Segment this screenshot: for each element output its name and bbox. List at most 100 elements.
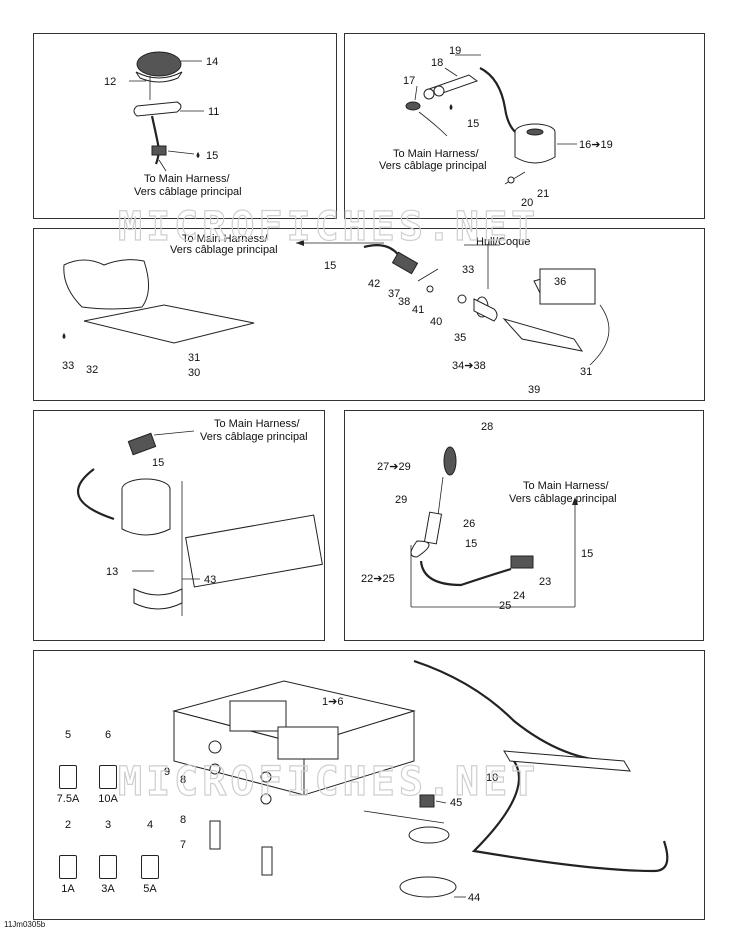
label-24: 24 [513,590,525,602]
sensor-body [502,318,584,352]
hull-label: Hull/Coque [476,236,530,248]
label-44: 44 [468,892,480,904]
label-43: 43 [204,574,216,586]
label-21: 21 [537,188,549,200]
harness-caption-en: To Main Harness/ [214,418,301,430]
fuse-icon [99,855,117,879]
seal [405,101,421,111]
harness-caption-en: To Main Harness/ [393,148,480,160]
light-base [135,71,183,83]
bolt [261,846,273,876]
fuse-rating: 1A [61,883,75,895]
ground-terminal [399,876,457,898]
fuse-icon [99,765,117,789]
fuse-rating: 5A [143,883,157,895]
bolt [209,820,221,850]
light-socket [410,540,430,558]
pump-body [121,489,171,536]
light-bracket [133,101,182,117]
harness-caption-fr: Vers câblage principal [170,244,278,256]
label-14: 14 [206,56,218,68]
fuse-rating: 10A [98,793,118,805]
buzzer-body [514,132,556,164]
fuse-holder-1 [229,700,287,732]
fuse-item: 2 1A [50,819,86,899]
light-dome [136,51,182,77]
harness-caption-fr: Vers câblage principal [509,493,617,505]
fuse-rating: 3A [101,883,115,895]
label-33: 33 [62,360,74,372]
harness-caption-en: To Main Harness/ [182,233,269,245]
label-16-19: 16➔19 [579,139,613,151]
fuse-item: 3 3A [90,819,126,899]
fuse-item: 4 5A [132,819,168,899]
label-31: 31 [188,352,200,364]
light-lens [443,446,457,476]
label-17: 17 [403,75,415,87]
sealant-drop-icon [449,104,453,110]
speed-sensor-drawing: To Main Harness/ Vers câblage principal … [62,233,610,396]
label-1-6: 1➔6 [322,696,343,708]
panel-bilge-pump: To Main Harness/ Vers câblage principal … [33,410,325,641]
pump-strainer [133,588,183,610]
panel-fuse-box-harness: 1➔6 9 8 8 7 10 45 44 5 7.5A 6 10A 2 1A 3… [33,650,705,920]
panel-buzzer: 19 18 17 15 16➔19 21 20 To Main Harness/… [344,33,705,219]
label-10: 10 [486,772,498,784]
label-11: 11 [208,106,219,118]
label-18: 18 [431,57,443,69]
harness-caption-en: To Main Harness/ [523,480,610,492]
ground-nut [419,794,435,808]
panel-navigation-light: 28 27➔29 29 26 15 15 22➔25 24 23 25 To M… [344,410,704,641]
label-22-25: 22➔25 [361,573,395,585]
fuse-icon [141,855,159,879]
label-8: 8 [180,774,186,786]
pump-hose [185,514,323,588]
label-15: 15 [152,457,164,469]
label-34-38: 34➔38 [452,360,486,372]
light-connector [151,145,167,156]
beacon-light-drawing: 14 12 11 15 To Main Harness/ Vers câblag… [104,51,242,198]
fuse-number: 2 [64,819,72,831]
fuse-rating: 7.5A [56,793,80,805]
label-27-29: 27➔29 [377,461,411,473]
document-id: 11Jm0305b [4,920,46,929]
label-9: 9 [164,766,170,778]
fuse-number: 3 [104,819,112,831]
sealant-drop-icon [62,333,66,339]
label-19: 19 [449,45,461,57]
fuse-item: 6 10A [90,729,126,809]
label-41: 41 [412,304,424,316]
hull-section [63,259,149,310]
label-15: 15 [465,538,477,550]
panel-beacon-light: 14 12 11 15 To Main Harness/ Vers câblag… [33,33,337,219]
label-8: 8 [180,814,186,826]
fuse-number: 4 [146,819,154,831]
label-38: 38 [398,296,410,308]
label-15: 15 [206,150,218,162]
label-15: 15 [324,260,336,272]
mounting-plate [83,304,255,344]
harness-branch [413,659,615,763]
detail-box [539,268,596,305]
label-37: 37 [388,288,400,300]
fuse-box-front [303,710,415,796]
navigation-light-drawing: 28 27➔29 29 26 15 15 22➔25 24 23 25 To M… [361,421,617,612]
light-pole [423,511,443,545]
fuse-number: 5 [64,729,72,741]
fuse-box-harness-drawing: 1➔6 9 8 8 7 10 45 44 [164,659,669,904]
label-7: 7 [180,839,186,851]
harness-arrow [418,111,448,137]
fuse-icon [59,765,77,789]
light-wire [150,115,160,165]
light-connector [510,555,534,569]
label-20: 20 [521,197,533,209]
label-45: 45 [450,797,462,809]
label-35: 35 [454,332,466,344]
pump-connector [127,432,157,456]
label-42: 42 [368,278,380,290]
sealant-drop-icon [196,152,200,158]
harness-main [471,760,669,873]
sensor-connector [391,251,419,275]
label-12: 12 [104,76,116,88]
panel-speed-sensor: To Main Harness/ Vers câblage principal … [33,228,705,401]
